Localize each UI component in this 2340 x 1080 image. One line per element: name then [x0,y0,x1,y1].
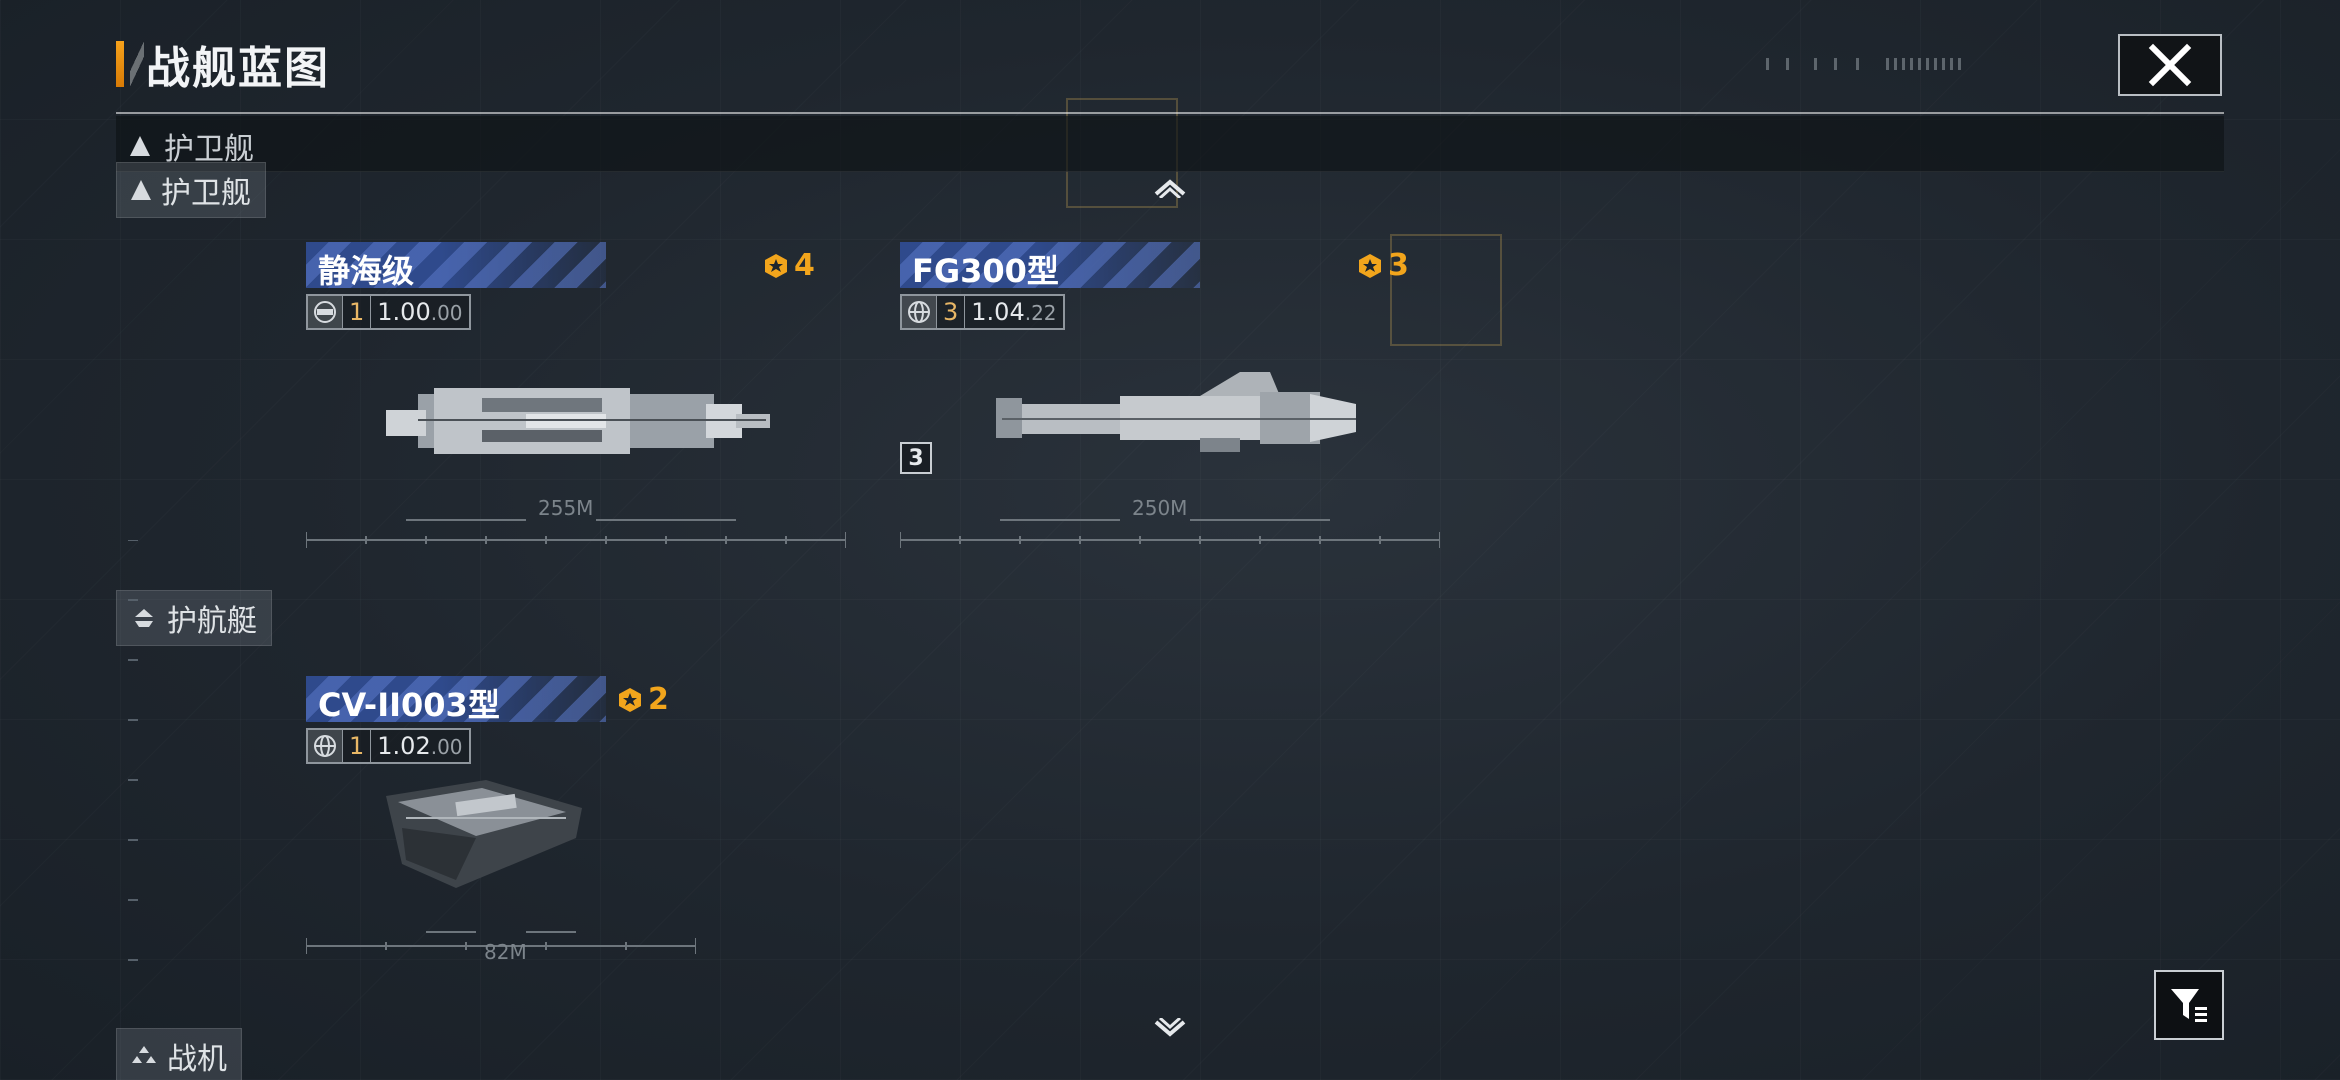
ship-rank: 2 [616,682,669,717]
ship-card-jinghai[interactable]: 静海级 4 1 1.00.00 [306,242,866,552]
category-label: 战机 [167,1042,227,1077]
stat-value: 1.04.22 [971,298,1057,326]
rank-badge-icon [619,687,641,712]
category-frigate[interactable]: 护卫舰 [116,162,266,218]
ship-image [386,780,582,888]
ship-name-bar: FG300型 [900,242,1200,290]
owned-count-badge: 3 [900,442,932,474]
stat-value: 1.02.00 [377,732,463,760]
ship-rank: 4 [762,248,815,283]
ship-name-bar: CV-II003型 [306,676,606,724]
ship-card-cv-ii003[interactable]: CV-II003型 2 1 1.02.00 [306,676,866,986]
filter-button[interactable] [2154,970,2224,1040]
title-slash [130,41,144,87]
header-tick-decoration [1766,58,1961,70]
stat-count: 1 [342,296,372,328]
page-title: 战舰蓝图 [146,43,330,94]
title-accent [116,41,124,87]
title-bar: 战舰蓝图 [116,38,330,94]
close-icon [2148,43,2192,87]
escort-icon [135,609,153,627]
globe-icon [902,296,936,328]
chevron-up-icon[interactable] [1152,176,1188,198]
length-scale [306,931,696,954]
length-scale [306,519,846,548]
stat-value: 1.00.00 [377,298,463,326]
title-divider [116,112,2224,114]
ship-rank: 3 [1356,248,1409,283]
side-ruler [128,540,138,961]
sticky-category-text: 护卫舰 [164,132,254,167]
decor-frame [1390,234,1502,346]
ship-length: 255M [538,496,594,520]
stat-count: 1 [342,730,372,762]
ship-image [996,372,1356,452]
rank-badge-icon [1359,253,1381,278]
stat-count: 3 [936,296,966,328]
chevron-down-icon[interactable] [1152,1018,1188,1040]
category-fighter[interactable]: 战机 [116,1028,242,1080]
rank-badge-icon [765,253,787,278]
ship-image [386,388,770,454]
triangle-icon [131,180,151,200]
triangle-icon [130,136,150,156]
category-escort[interactable]: 护航艇 [116,590,272,646]
filter-icon [2171,989,2207,1022]
sticky-category-label: 护卫舰 [130,124,254,168]
close-button[interactable] [2118,34,2222,96]
ship-length: 82M [484,940,527,964]
ship-name-bar: 静海级 [306,242,606,290]
ship-card-fg300[interactable]: FG300型 3 3 1.04.22 [900,242,1460,552]
category-label: 护航艇 [167,604,257,639]
length-scale [900,519,1440,548]
category-label: 护卫舰 [161,176,251,211]
rank-value: 4 [794,248,815,283]
ship-stats: 1 1.02.00 [306,728,471,764]
ship-stats: 3 1.04.22 [900,294,1065,330]
ship-stats: 1 1.00.00 [306,294,471,330]
ship-name: FG300型 [912,252,1059,290]
ship-name: 静海级 [318,252,415,290]
fighter-icon [132,1046,156,1063]
hull-icon [308,296,342,328]
rank-value: 2 [648,682,669,717]
ship-name: CV-II003型 [318,686,500,724]
ship-length: 250M [1132,496,1188,520]
rank-value: 3 [1388,248,1409,283]
globe-icon [308,730,342,762]
sticky-category-header[interactable]: 护卫舰 [116,116,2224,172]
